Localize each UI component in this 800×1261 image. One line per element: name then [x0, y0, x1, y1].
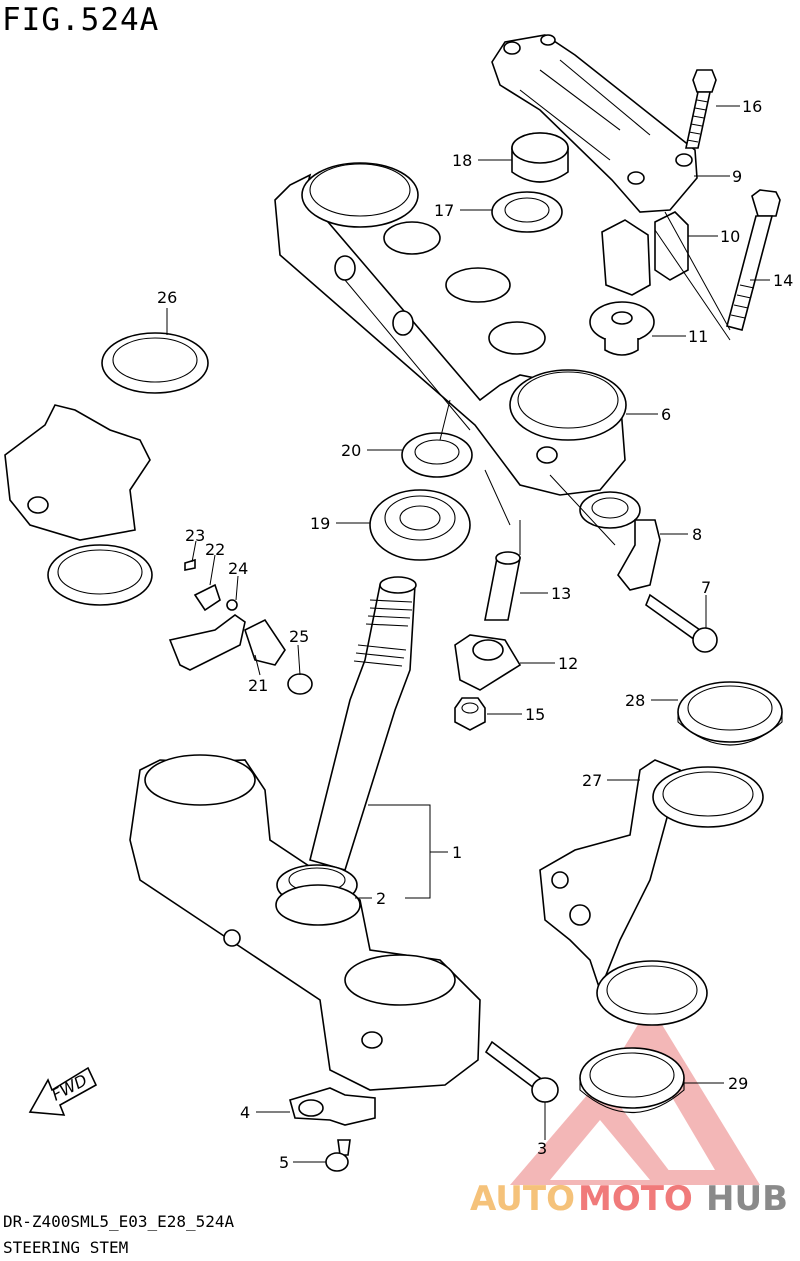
callout-16: 16 — [742, 97, 762, 116]
callout-25: 25 — [289, 627, 309, 646]
upper-bracket-9 — [491, 34, 698, 213]
callout-8: 8 — [692, 525, 702, 544]
watermark-auto: AUTO — [470, 1179, 575, 1219]
callout-2: 2 — [376, 889, 386, 908]
seal-28 — [677, 681, 783, 746]
spacer-13 — [484, 551, 521, 621]
steering-stem-1 — [309, 576, 417, 871]
callout-18: 18 — [452, 151, 472, 170]
callout-19: 19 — [310, 514, 330, 533]
guide-8 — [579, 491, 661, 591]
callout-3: 3 — [537, 1139, 547, 1158]
callout-20: 20 — [341, 441, 361, 460]
callout-10: 10 — [720, 227, 740, 246]
nut-15 — [454, 697, 486, 731]
callout-7: 7 — [701, 578, 711, 597]
callout-1: 1 — [452, 843, 462, 862]
figure-name: STEERING STEM — [3, 1238, 129, 1257]
callout-29: 29 — [728, 1074, 748, 1093]
cushion-11 — [589, 301, 655, 356]
bracket-holder-10 — [601, 211, 689, 296]
collar-12 — [454, 634, 522, 691]
callout-28: 28 — [625, 691, 645, 710]
cap-18 — [511, 132, 569, 183]
callout-11: 11 — [688, 327, 708, 346]
bolt-5 — [325, 1139, 351, 1172]
callout-12: 12 — [558, 654, 578, 673]
alignment-lines — [344, 211, 731, 555]
callout-24: 24 — [228, 559, 248, 578]
sensor-assembly-21 — [168, 558, 313, 695]
callout-23: 23 — [185, 526, 205, 545]
leader-lines — [166, 105, 770, 1163]
watermark-moto: MOTO — [578, 1179, 693, 1219]
steering-nut-20 — [401, 432, 473, 478]
forward-arrow: FWD — [28, 1066, 98, 1116]
figure-title: FIG.524A — [2, 2, 160, 38]
callout-13: 13 — [551, 584, 571, 603]
callout-22: 22 — [205, 540, 225, 559]
callout-9: 9 — [732, 167, 742, 186]
washer-17 — [491, 191, 563, 233]
callout-17: 17 — [434, 201, 454, 220]
bracket-27 — [539, 759, 764, 1026]
bolt-14 — [726, 189, 781, 331]
upper-clamp-6 — [274, 162, 627, 496]
bolt-7 — [645, 593, 718, 653]
clamp-4 — [289, 1087, 376, 1126]
callout-21: 21 — [248, 676, 268, 695]
callout-15: 15 — [525, 705, 545, 724]
meter-holder-26 — [4, 332, 209, 606]
callout-labels: 1 2 3 4 5 6 7 8 9 10 11 12 13 14 15 16 1… — [157, 97, 793, 1172]
watermark-hub: HUB — [706, 1179, 788, 1219]
seal-29 — [579, 1047, 685, 1114]
callout-26: 26 — [157, 288, 177, 307]
callout-14: 14 — [773, 271, 793, 290]
bolt-16 — [685, 69, 717, 149]
watermark-text: AUTO MOTO HUB — [470, 1179, 788, 1219]
lower-bracket — [129, 754, 481, 1091]
callout-27: 27 — [582, 771, 602, 790]
bolt-3 — [484, 1040, 559, 1103]
callout-4: 4 — [240, 1103, 250, 1122]
callout-6: 6 — [661, 405, 671, 424]
callout-5: 5 — [279, 1153, 289, 1172]
bearing-19 — [369, 489, 471, 561]
figure-code: DR-Z400SML5_E03_E28_524A — [3, 1212, 235, 1231]
